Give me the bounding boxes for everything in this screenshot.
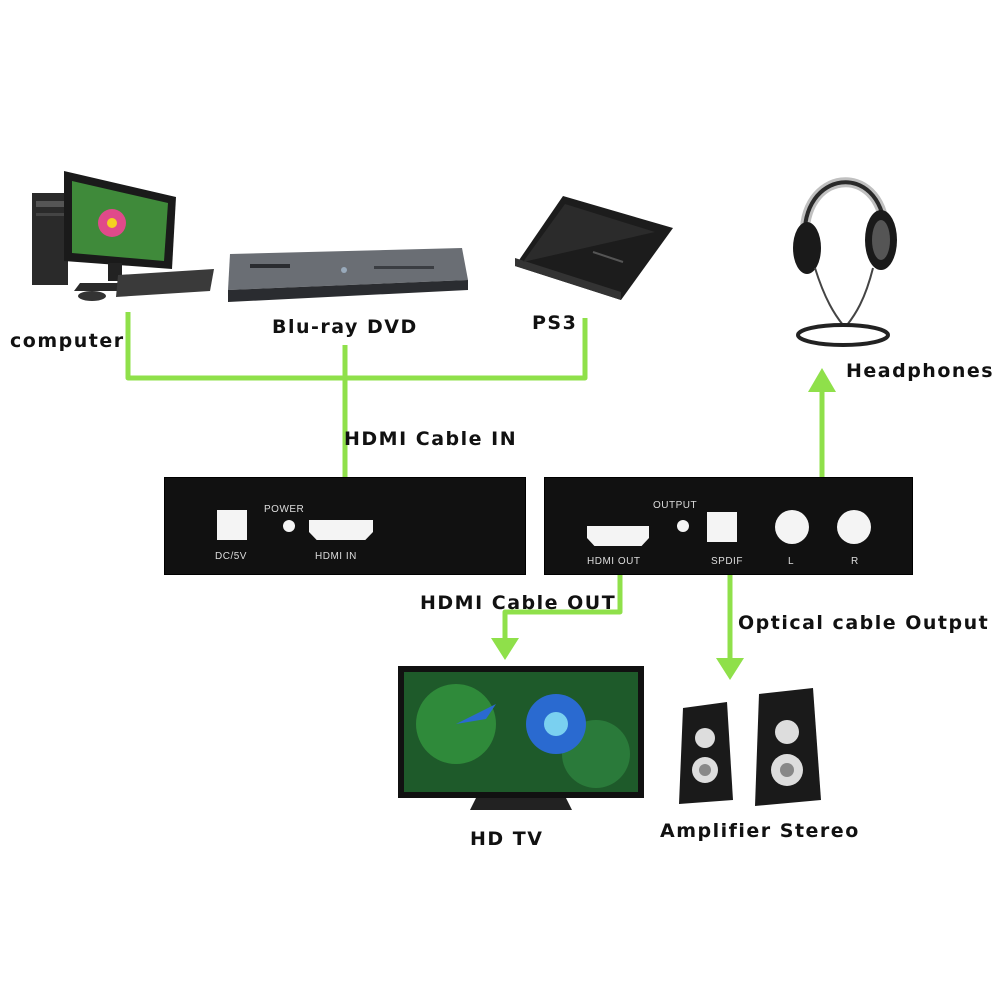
ps3-label: PS3 (532, 312, 578, 334)
computer-icon (32, 171, 214, 301)
headphones-label: Headphones (846, 360, 995, 382)
hdtv-label: HD TV (470, 828, 544, 850)
amplifier-label: Amplifier Stereo (660, 820, 860, 842)
ps3-console-icon (515, 196, 673, 300)
hdmi-cable-in-label: HDMI Cable IN (344, 428, 518, 450)
r-label: R (851, 556, 859, 567)
power-led (283, 520, 295, 532)
extractor-output-panel: OUTPUT HDMI OUT SPDIF L R (545, 478, 912, 574)
hdmi-in-label: HDMI IN (315, 551, 357, 562)
hdmi-out-label: HDMI OUT (587, 556, 641, 567)
audio-left-jack (775, 510, 809, 544)
tv-arrow (491, 638, 519, 660)
spdif-label: SPDIF (711, 556, 743, 567)
spdif-port (707, 512, 737, 542)
computer-connector (125, 312, 588, 381)
dc-label: DC/5V (215, 551, 247, 562)
output-label: OUTPUT (653, 500, 698, 511)
extractor-input-panel: DC/5V POWER HDMI IN (165, 478, 525, 574)
output-led (677, 520, 689, 532)
power-label: POWER (264, 504, 305, 515)
speaker-arrow (716, 658, 744, 680)
hdmi-in-port (309, 520, 373, 540)
optical-output-label: Optical cable Output (738, 612, 990, 634)
l-label: L (788, 556, 795, 567)
speakers-icon (679, 688, 821, 806)
bluray-player-icon (228, 248, 468, 302)
bluray-label: Blu-ray DVD (272, 316, 418, 338)
headphones-arrow (808, 368, 836, 392)
computer-label: computer (10, 330, 125, 352)
hd-tv-icon (398, 666, 644, 810)
dc-power-port (217, 510, 247, 540)
hdmi-cable-out-label: HDMI Cable OUT (420, 592, 617, 614)
hdmi-out-port (587, 526, 649, 546)
hdmi-out-connector (502, 572, 623, 640)
audio-right-jack (837, 510, 871, 544)
headphones-icon (793, 177, 897, 347)
